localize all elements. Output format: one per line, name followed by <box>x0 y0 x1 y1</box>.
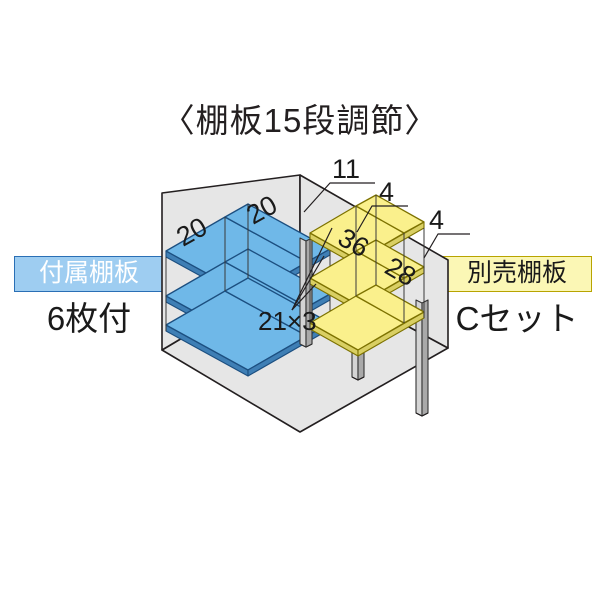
included-shelf-label: 付属棚板 6枚付 <box>14 256 164 338</box>
yellow-frame-lines <box>309 195 425 329</box>
optional-shelf-set: Cセット <box>455 300 579 337</box>
page-title: 〈棚板15段調節〉 <box>161 102 439 139</box>
dim-gap-b: 4 <box>429 205 444 235</box>
optional-shelf <box>355 284 425 357</box>
dim-post-gap-top: 11 <box>332 154 360 184</box>
dim-shelf-spacing: 21×3 <box>258 306 317 336</box>
leader-lines <box>291 182 470 311</box>
included-shelf-count: 6枚付 <box>46 300 132 337</box>
included-shelf-badge: 付属棚板 <box>14 256 164 292</box>
optional-shelf-label: 別売棚板 Cセット <box>442 256 592 338</box>
dim-gap-a: 4 <box>379 177 394 207</box>
